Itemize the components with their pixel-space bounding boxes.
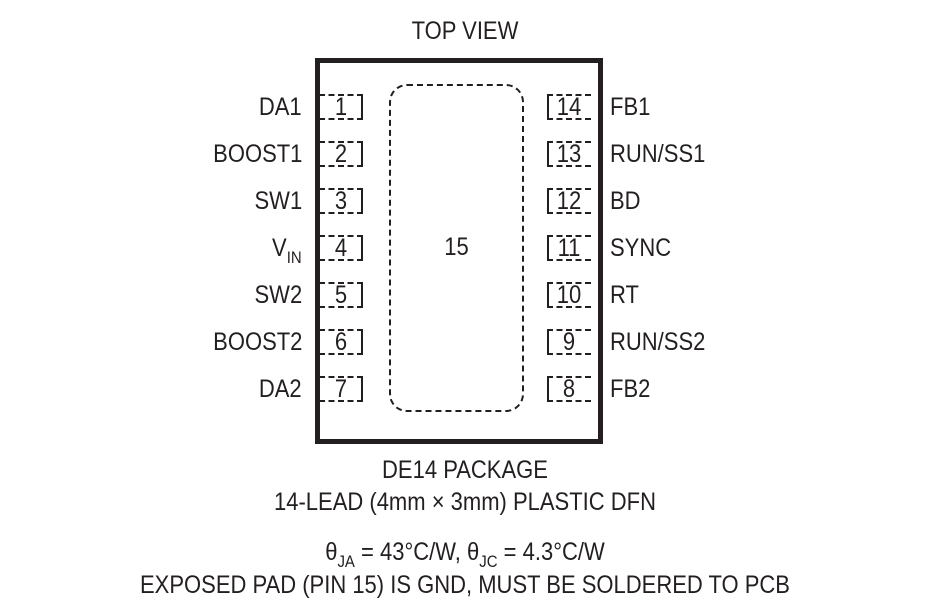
pin-number: 7: [334, 375, 348, 403]
pin-number: 13: [556, 140, 582, 168]
pin-pad-1: 1: [319, 94, 363, 120]
pin-pad-8: 8: [547, 376, 591, 402]
pin-pad-11: 11: [547, 235, 591, 261]
exposed-pad-note: EXPOSED PAD (PIN 15) IS GND, MUST BE SOL…: [140, 571, 790, 599]
exposed-pad: [389, 84, 524, 412]
pin-number: 8: [562, 375, 576, 403]
pin-pad-5: 5: [319, 282, 363, 308]
pin-pad-13: 13: [547, 141, 591, 167]
pin-label-boost1: BOOST1: [212, 140, 302, 168]
pin-label-fb1: FB1: [610, 93, 651, 121]
pin-pad-6: 6: [319, 329, 363, 355]
pin-pad-9: 9: [547, 329, 591, 355]
pin-number: 9: [562, 328, 576, 356]
package-description: 14-LEAD (4mm × 3mm) PLASTIC DFN: [273, 488, 657, 516]
pin-label-da2: DA2: [259, 375, 302, 403]
diagram-title: TOP VIEW: [411, 17, 519, 45]
pin-number: 12: [556, 187, 582, 215]
pin-number: 14: [556, 93, 582, 121]
pin-label-sw1: SW1: [254, 187, 302, 215]
thermal-resistance: θJA = 43°C/W, θJC = 4.3°C/W: [325, 538, 605, 571]
pin-label-rt: RT: [610, 281, 639, 309]
pin-label-vin: VIN: [272, 234, 302, 267]
pin-label-run-ss2: RUN/SS2: [610, 328, 706, 356]
pin-number: 1: [334, 93, 348, 121]
pin-number: 11: [557, 234, 581, 262]
pin-label-bd: BD: [610, 187, 641, 215]
pin-number: 4: [334, 234, 348, 262]
pin-label-sw2: SW2: [254, 281, 302, 309]
pin-pad-2: 2: [319, 141, 363, 167]
package-name: DE14 PACKAGE: [382, 456, 548, 484]
pin-pad-12: 12: [547, 188, 591, 214]
pin-label-sync: SYNC: [610, 234, 672, 262]
pin-label-da1: DA1: [259, 93, 302, 121]
pin-number: 2: [334, 140, 348, 168]
pin-label-run-ss1: RUN/SS1: [610, 140, 706, 168]
pin-label-boost2: BOOST2: [212, 328, 302, 356]
pin-number: 10: [556, 281, 582, 309]
pin-pad-3: 3: [319, 188, 363, 214]
package-outline: [315, 58, 603, 444]
pin-number: 6: [334, 328, 348, 356]
pin-number: 3: [334, 187, 348, 215]
pin-pad-7: 7: [319, 376, 363, 402]
exposed-pad-number: 15: [444, 233, 469, 261]
pin-pad-10: 10: [547, 282, 591, 308]
pin-label-fb2: FB2: [610, 375, 651, 403]
pin-number: 5: [334, 281, 348, 309]
pin-pad-4: 4: [319, 235, 363, 261]
pin-pad-14: 14: [547, 94, 591, 120]
